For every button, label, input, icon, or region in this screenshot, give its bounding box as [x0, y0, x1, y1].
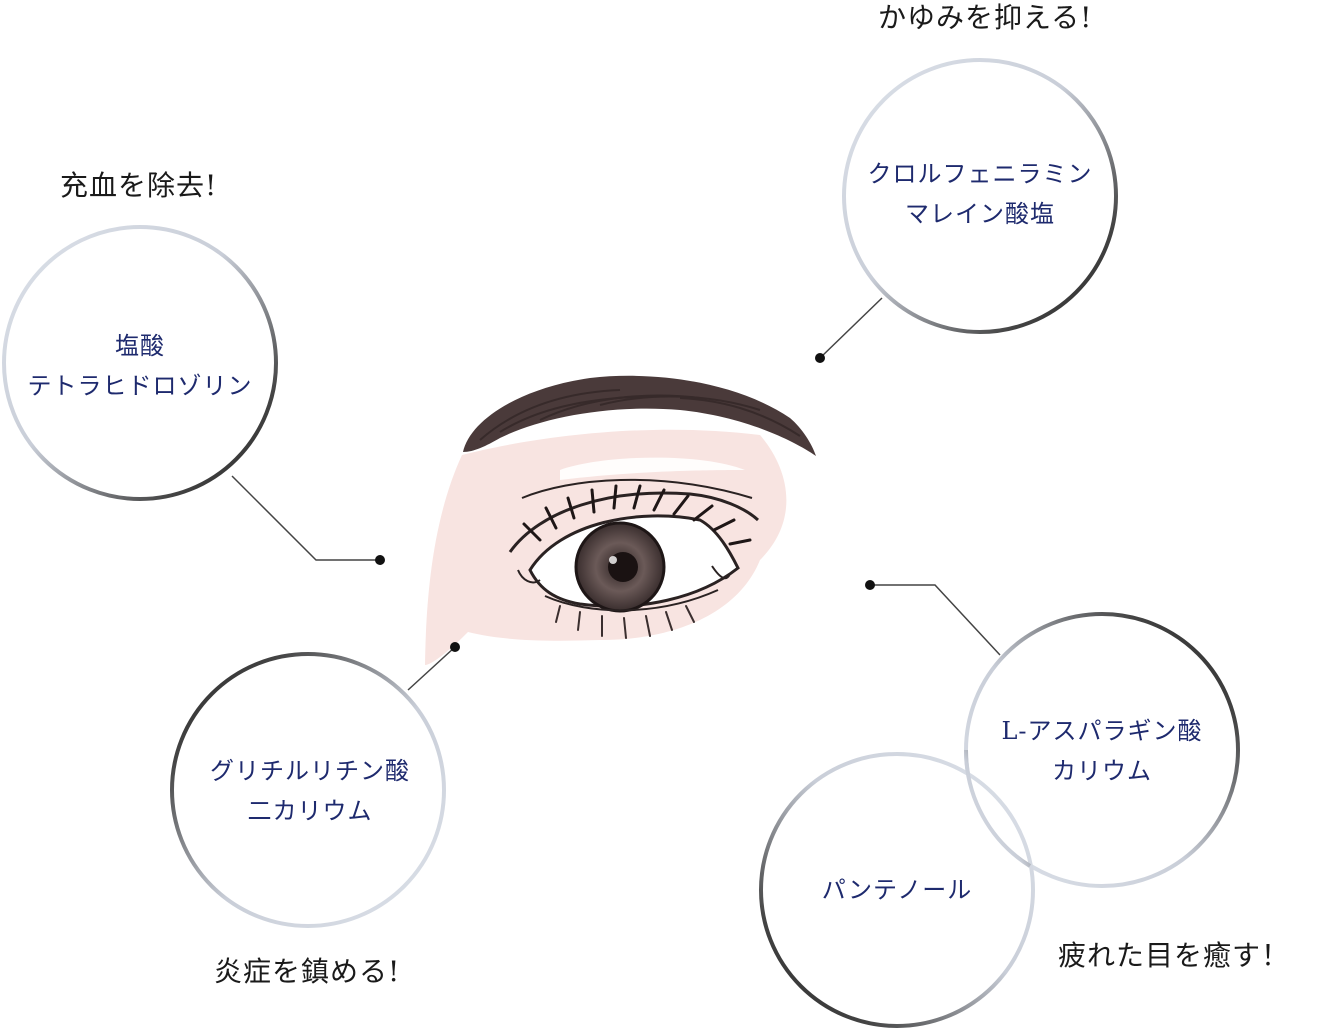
ingredient-line: カリウム: [1051, 757, 1152, 785]
circle-glycyrrhizinate: [170, 652, 446, 928]
circle-aspartate-overlap-arc: [963, 749, 1032, 868]
eyebrow: [463, 375, 816, 456]
eye-glint: [609, 556, 617, 564]
ingredient-line: マレイン酸塩: [905, 200, 1055, 228]
caption-inflammation: 炎症を鎮める!: [214, 955, 401, 988]
ingredient-tetrahydrozoline: 塩酸 テトラヒドロゾリン: [28, 326, 253, 406]
crease: [521, 478, 753, 499]
dot-chlorpheniramine: [815, 353, 825, 363]
dot-tetrahydrozoline: [375, 555, 385, 565]
connector-chlorpheniramine: [819, 297, 883, 359]
circle-tetrahydrozoline: [2, 225, 278, 501]
circle-panthenol: [759, 752, 1035, 1028]
connector-dots: [375, 353, 875, 652]
eyebrow-strokes: [479, 389, 801, 441]
connector-lines: [231, 297, 1001, 691]
ingredient-line: テトラヒドロゾリン: [27, 372, 253, 400]
ingredient-chlorpheniramine: クロルフェニラミン マレイン酸塩: [868, 154, 1093, 234]
lower-lashes: [555, 605, 695, 639]
lower-lid: [544, 589, 719, 612]
ingredient-line: 塩酸: [115, 332, 165, 360]
connector-tetrahydrozoline: [231, 475, 380, 561]
lid-highlight: [560, 457, 745, 480]
connector-aspartate: [870, 584, 1001, 656]
ingredient-panthenol: パンテノール: [822, 870, 972, 910]
circle-chlorpheniramine: [842, 58, 1118, 334]
ingredient-glycyrrhizinate: グリチルリチン酸 二カリウム: [210, 751, 410, 831]
dot-aspartate: [865, 580, 875, 590]
caption-redness: 充血を除去!: [60, 169, 218, 202]
outer-corner: [711, 565, 731, 580]
caption-itch: かゆみを抑える!: [878, 1, 1093, 34]
upper-lid: [508, 491, 760, 553]
inner-corner: [517, 569, 541, 584]
upper-lashes: [522, 484, 752, 546]
connector-glycyrrhizinate: [407, 646, 456, 691]
ingredient-line: パンテノール: [821, 876, 973, 904]
dot-glycyrrhizinate: [450, 642, 460, 652]
ingredient-line: L-アスパラギン酸: [1001, 717, 1203, 745]
ingredient-line: クロルフェニラミン: [867, 160, 1093, 188]
ingredient-line: グリチルリチン酸: [210, 757, 410, 785]
ingredient-aspartate: L-アスパラギン酸 カリウム: [1001, 711, 1202, 791]
ingredient-line: 二カリウム: [247, 797, 373, 825]
caption-fatigue: 疲れた目を癒す！: [1058, 939, 1291, 972]
